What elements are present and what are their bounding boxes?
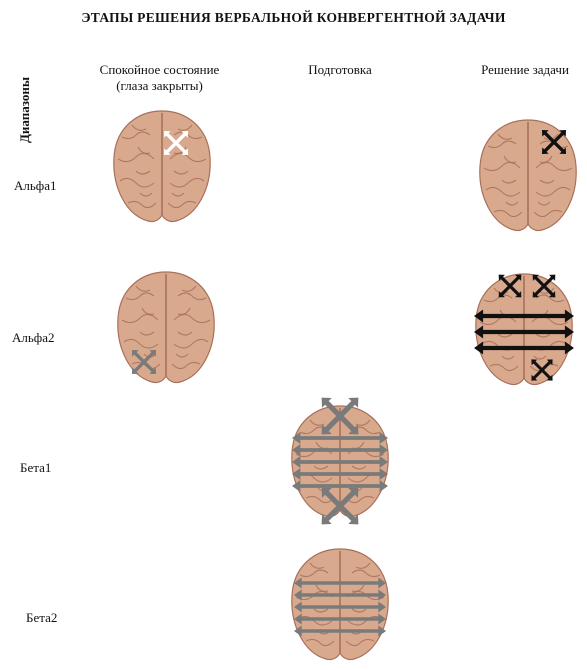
brain-rest-alpha1 [113, 110, 211, 223]
coherence-arrow-gray [294, 601, 386, 613]
brain-image [479, 119, 577, 232]
column-header-preparation: Подготовка [270, 62, 410, 78]
coherence-marker-white [163, 130, 189, 156]
brain-solution-alpha1 [479, 119, 577, 232]
coherence-marker-black [498, 274, 522, 298]
column-header-solution: Решение задачи [455, 62, 587, 78]
coherence-marker-gray [321, 397, 359, 435]
column-header-rest-line2: (глаза закрыты) [116, 78, 203, 93]
coherence-marker-black [532, 274, 556, 298]
coherence-marker-black [531, 359, 553, 381]
brain-image [117, 271, 215, 384]
coherence-arrow-gray [292, 480, 388, 492]
coherence-arrow-gray [292, 468, 388, 480]
brain-rest-alpha2 [117, 271, 215, 384]
column-header-solution-line1: Решение задачи [481, 62, 569, 77]
coherence-arrow-black [474, 309, 574, 323]
coherence-marker-black [541, 129, 567, 155]
row-label-alpha1: Альфа1 [14, 178, 57, 193]
brain-solution-alpha2 [474, 273, 574, 386]
coherence-marker-gray [321, 487, 359, 525]
diagram-title: ЭТАПЫ РЕШЕНИЯ ВЕРБАЛЬНОЙ КОНВЕРГЕНТНОЙ З… [81, 10, 506, 25]
brain-preparation-beta2 [291, 548, 389, 661]
coherence-arrow-gray [292, 432, 388, 444]
coherence-arrow-gray [292, 456, 388, 468]
coherence-arrow-black [474, 325, 574, 339]
coherence-marker-gray [131, 349, 157, 375]
brain-image [291, 548, 389, 661]
brain-image [113, 110, 211, 223]
brain-preparation-beta1 [291, 397, 389, 525]
coherence-arrow-gray [294, 577, 386, 589]
coherence-arrow-black [474, 341, 574, 355]
row-label-alpha2: Альфа2 [12, 330, 55, 345]
column-header-rest-line1: Спокойное состояние [99, 62, 220, 77]
column-header-preparation-line1: Подготовка [308, 62, 372, 77]
brain-image [475, 273, 573, 386]
coherence-arrow-gray [294, 625, 386, 637]
axis-label-bands: Диапазоны [17, 76, 32, 144]
coherence-arrow-gray [292, 444, 388, 456]
row-label-beta1: Бета1 [20, 460, 52, 475]
coherence-arrow-gray [294, 613, 386, 625]
row-label-beta2: Бета2 [26, 610, 58, 625]
coherence-arrow-gray [294, 589, 386, 601]
column-header-rest: Спокойное состояние (глаза закрыты) [72, 62, 247, 94]
